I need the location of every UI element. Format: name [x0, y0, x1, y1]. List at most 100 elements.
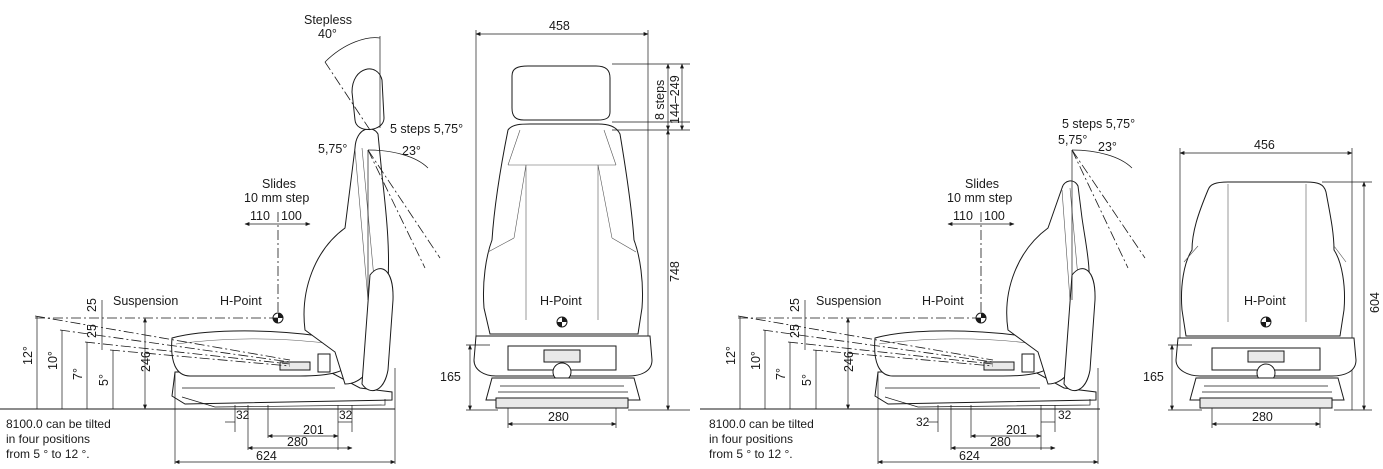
text-slide-right: 100 — [281, 209, 302, 223]
text-width-458: 458 — [549, 19, 570, 33]
r-text-tilt-5: 5° — [800, 374, 814, 386]
r-front-base — [1189, 377, 1345, 401]
text-32-left: 32 — [236, 408, 250, 422]
text-stroke-25b: 25 — [85, 324, 99, 338]
front-base-lines — [498, 385, 628, 393]
r-backrest-axis-2 — [1071, 149, 1129, 269]
r-tilt-line-5 — [812, 349, 994, 367]
front-backrest — [483, 123, 643, 335]
r-text-165-front: 165 — [1143, 370, 1164, 384]
text-note-line-2: in four positions — [6, 432, 90, 446]
front-base — [485, 377, 641, 401]
r-text-280: 280 — [990, 435, 1011, 449]
r-tilt-angle-dims — [739, 316, 817, 409]
front-h-point-fill — [557, 317, 567, 327]
backrest-bolster — [361, 268, 394, 392]
text-backrest-step-angle: 5,75° — [318, 142, 347, 156]
r-cushion-seam — [878, 338, 1044, 346]
text-stroke-25a: 25 — [85, 298, 99, 312]
r-front-handle — [1247, 350, 1285, 363]
backrest-angle-arc — [367, 149, 429, 169]
r-text-32-left: 32 — [916, 415, 930, 429]
r-front-base-lines — [1202, 385, 1332, 393]
r-text-stroke-25a: 25 — [788, 298, 802, 312]
r-text-backrest-step-angle: 5,75° — [1058, 133, 1087, 147]
r-text-604: 604 — [1368, 292, 1382, 313]
tilt-line-7 — [84, 341, 291, 365]
left-front-view: 458 8 steps 144–249 748 165 280 H-Point — [440, 19, 690, 428]
r-text-slides-step: 10 mm step — [947, 191, 1012, 205]
r-tilt-line-12 — [737, 315, 994, 361]
cushion-seam — [175, 338, 341, 346]
r-text-slide-left: 110 — [953, 209, 973, 223]
text-height-246: 246 — [139, 351, 153, 372]
r-text-note-line-2: in four positions — [709, 432, 793, 446]
front-backrest-seams — [487, 129, 637, 320]
tilt-line-10 — [59, 329, 291, 363]
r-text-width-456: 456 — [1254, 138, 1275, 152]
right-side-view: 5 steps 5,75° 5,75° 23° Slides 10 mm ste… — [700, 117, 1146, 464]
text-note-line-1: 8100.0 can be tilted — [6, 417, 111, 431]
r-slide-lever — [983, 361, 1015, 371]
front-headrest — [511, 65, 611, 121]
r-text-slides: Slides — [965, 177, 999, 191]
text-headrest-angle: 40° — [318, 27, 337, 41]
text-backrest-steps: 5 steps 5,75° — [390, 122, 463, 136]
r-backrest-angle-arc — [1071, 149, 1133, 169]
r-base-rail — [884, 396, 1091, 408]
text-backrest-range: 23° — [402, 144, 421, 158]
text-144-249: 144–249 — [668, 75, 682, 124]
text-stepless: Stepless — [304, 13, 352, 27]
r-front-h-point-fill — [1261, 317, 1271, 327]
text-748: 748 — [668, 261, 682, 282]
headrest — [351, 68, 385, 130]
text-tilt-7: 7° — [71, 368, 85, 380]
r-text-slide-right: 100 — [984, 209, 1005, 223]
r-text-suspension: Suspension — [816, 294, 881, 308]
backrest-axis-1 — [367, 149, 441, 259]
r-text-stroke-25b: 25 — [788, 324, 802, 338]
text-tilt-12: 12° — [21, 346, 35, 365]
headrest-angle-arc — [324, 37, 381, 63]
text-624: 624 — [256, 449, 277, 463]
r-text-624: 624 — [959, 449, 980, 463]
tilt-line-12 — [34, 315, 291, 361]
text-suspension: Suspension — [113, 294, 178, 308]
headrest-axis — [324, 61, 371, 131]
r-text-height-246: 246 — [842, 351, 856, 372]
r-backrest-axis-1 — [1071, 149, 1146, 259]
r-front-backrest-seams — [1183, 184, 1347, 322]
r-text-front-hpoint: H-Point — [1244, 294, 1286, 308]
text-32-right: 32 — [339, 408, 353, 422]
tilt-line-5 — [109, 349, 291, 367]
backrest-axis-2 — [367, 149, 426, 269]
text-hpoint: H-Point — [220, 294, 262, 308]
adjust-knob — [317, 353, 331, 373]
front-rail — [495, 397, 629, 409]
text-slides-step: 10 mm step — [244, 191, 309, 205]
r-text-backrest-steps: 5 steps 5,75° — [1062, 117, 1135, 131]
text-tilt-5: 5° — [97, 374, 111, 386]
r-text-tilt-7: 7° — [774, 368, 788, 380]
r-text-note-line-1: 8100.0 can be tilted — [709, 417, 814, 431]
r-text-201: 201 — [1006, 423, 1027, 437]
r-front-rail — [1199, 397, 1333, 409]
r-text-backrest-range: 23° — [1098, 140, 1117, 154]
right-front-view: 456 604 165 280 H-Point — [1143, 138, 1382, 428]
text-front-hpoint: H-Point — [540, 294, 582, 308]
r-text-32-right: 32 — [1058, 408, 1072, 422]
front-handle — [543, 349, 581, 363]
r-text-note-line-3: from 5 ° to 12 °. — [709, 447, 793, 461]
text-note-line-3: from 5 ° to 12 °. — [6, 447, 90, 461]
r-text-hpoint: H-Point — [922, 294, 964, 308]
r-text-280-front: 280 — [1252, 410, 1273, 424]
text-8-steps: 8 steps — [653, 80, 667, 120]
tilt-angle-dims — [36, 316, 114, 409]
base-rail — [181, 396, 386, 408]
r-front-backrest — [1181, 181, 1345, 337]
r-text-tilt-12: 12° — [724, 346, 738, 365]
text-165-front: 165 — [440, 370, 461, 384]
text-201: 201 — [303, 423, 324, 437]
